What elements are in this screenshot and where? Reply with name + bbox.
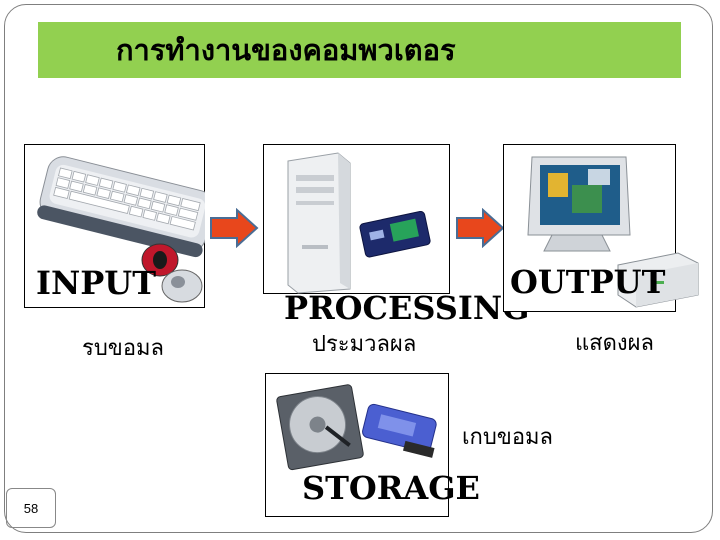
output-label: OUTPUT: [510, 263, 666, 301]
slide-frame: [4, 4, 713, 533]
slide-number: 58: [6, 488, 56, 528]
mouse-icon: [141, 243, 203, 303]
input-label: INPUT: [36, 264, 156, 302]
input-thai-label: รบขอมล: [82, 336, 165, 361]
arrow-right-icon: [210, 208, 259, 248]
output-box: [503, 144, 699, 312]
printer-icon: [617, 252, 699, 308]
title-bar: การทำงานของคอมพวเตอร: [38, 22, 681, 78]
storage-label: STORAGE: [302, 469, 480, 507]
processing-label: PROCESSING: [284, 289, 530, 327]
processing-box: [263, 144, 450, 294]
computer-tower-icon: [287, 152, 351, 294]
slide-title: การทำงานของคอมพวเตอร: [116, 33, 456, 67]
monitor-icon: [527, 156, 631, 252]
arrow-right-icon: [456, 208, 505, 248]
hard-disk-icon: [276, 384, 364, 471]
cpu-chip-icon: [359, 210, 431, 258]
zip-drive-icon: [362, 403, 437, 458]
storage-box: [265, 373, 449, 517]
processing-thai-label: ประมวลผล: [312, 332, 417, 357]
storage-thai-label: เกบขอมล: [462, 425, 554, 450]
output-thai-label: แสดงผล: [575, 331, 655, 356]
